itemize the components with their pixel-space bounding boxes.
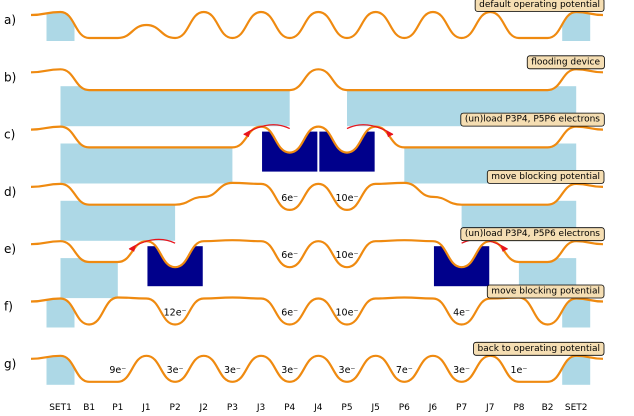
row-a: a) default operating potential <box>4 0 605 41</box>
row-label: b) <box>4 70 16 84</box>
row-title-box <box>460 227 605 242</box>
x-label-j5: J5 <box>370 403 379 413</box>
rows-layer: a) default operating potential b) flooding … <box>4 0 605 385</box>
row-title-box <box>486 284 605 299</box>
x-label-p5: P5 <box>341 403 352 413</box>
x-label-j6: J6 <box>428 403 438 413</box>
x-label-j4: J4 <box>313 403 323 413</box>
potential-curve <box>30 239 604 269</box>
water-region <box>46 12 75 41</box>
water-region <box>60 258 118 299</box>
row-title-tag: (un)load P3P4, P5P6 electrons <box>460 227 605 242</box>
arrow-head <box>500 245 508 252</box>
row-title-box <box>473 341 605 356</box>
row-g: 9e⁻ 3e⁻ 3e⁻ 3e⁻ 3e⁻ 7e⁻ 3e⁻ 1e⁻ g) back to operat… <box>4 341 605 385</box>
row-title-box <box>486 169 605 184</box>
x-label-p4: P4 <box>284 403 295 413</box>
electron-count: 9e⁻ <box>109 365 126 376</box>
x-label-p6: P6 <box>399 403 410 413</box>
x-label-set1: SET1 <box>49 403 72 413</box>
electron-count: 10e⁻ <box>336 193 359 204</box>
potential-curve <box>30 296 604 326</box>
packet-count: 4e⁻ <box>453 251 470 262</box>
x-label-b1: B1 <box>83 403 95 413</box>
x-label-p3: P3 <box>227 403 238 413</box>
x-label-j2: J2 <box>199 403 208 413</box>
electron-count: 10e⁻ <box>336 250 359 261</box>
electron-count: 3e⁻ <box>224 365 241 376</box>
potential-curve <box>30 10 604 40</box>
x-label-p7: P7 <box>456 403 467 413</box>
row-title: move blocking potential <box>491 172 600 182</box>
row-title: back to operating potential <box>478 344 600 354</box>
x-axis-labels: SET1 B1 P1 J1 P2 J2 P3 J3 P4 J4 P5 J5 P6 J6 P7 J7 P8 B2 SE… <box>49 403 587 413</box>
row-label: d) <box>4 185 16 199</box>
row-f: 12e⁻ 6e⁻ 10e⁻ 4e⁻ f) move blocking potential <box>4 284 605 328</box>
x-label-p2: P2 <box>170 403 181 413</box>
row-title-box <box>526 55 605 70</box>
electron-count: 3e⁻ <box>453 365 470 376</box>
x-label-p8: P8 <box>513 403 524 413</box>
electron-count: 3e⁻ <box>167 365 184 376</box>
row-title: default operating potential <box>479 0 600 10</box>
row-label: c) <box>4 128 15 142</box>
water-region <box>60 143 233 184</box>
x-label-p1: P1 <box>112 403 123 413</box>
x-label-j3: J3 <box>256 403 265 413</box>
row-title-tag: flooding device <box>526 55 605 70</box>
row-title: flooding device <box>531 57 600 67</box>
x-label-set2: SET2 <box>565 403 588 413</box>
row-label: f) <box>4 300 13 314</box>
row-title-tag: (un)load P3P4, P5P6 electrons <box>460 112 605 127</box>
row-label: a) <box>4 13 16 27</box>
arrow-head <box>243 130 251 138</box>
potential-curve <box>30 125 604 154</box>
row-title-tag: move blocking potential <box>486 284 605 299</box>
x-label-j1: J1 <box>141 403 150 413</box>
potential-curve <box>30 68 604 92</box>
row-title-box <box>474 0 605 12</box>
electron-count: 3e⁻ <box>281 365 298 376</box>
row-title: move blocking potential <box>491 287 600 297</box>
electron-count: 4e⁻ <box>453 308 470 319</box>
row-title: (un)load P3P4, P5P6 electrons <box>465 229 600 239</box>
row-title: (un)load P3P4, P5P6 electrons <box>465 115 600 125</box>
electron-count: 12e⁻ <box>164 308 187 319</box>
x-label-j7: J7 <box>485 403 494 413</box>
electron-count: 7e⁻ <box>396 365 413 376</box>
packet-count: 6e⁻ <box>281 137 298 148</box>
row-label: g) <box>4 357 16 371</box>
row-title-tag: move blocking potential <box>486 169 605 184</box>
row-title-tag: back to operating potential <box>473 341 605 356</box>
row-c: 6e⁻ 10e⁻ c) (un)load P3P4, P5P6 electrons <box>4 112 605 184</box>
electron-count: 6e⁻ <box>281 308 298 319</box>
water-region <box>60 200 176 241</box>
x-label-b2: B2 <box>542 403 554 413</box>
arrow-head <box>129 245 137 252</box>
row-label: e) <box>4 242 16 256</box>
row-title-box <box>460 112 605 127</box>
row-b: b) flooding device <box>4 55 605 127</box>
packet-count: 12e⁻ <box>164 251 187 262</box>
water-region <box>60 86 290 127</box>
electron-count: 6e⁻ <box>281 193 298 204</box>
potential-curve <box>30 354 604 383</box>
electron-count: 3e⁻ <box>339 365 356 376</box>
row-d: 6e⁻ 10e⁻ d) move blocking potential <box>4 169 605 241</box>
water-region <box>46 355 75 385</box>
arrow-head <box>386 130 393 138</box>
packet-count: 10e⁻ <box>336 137 359 148</box>
row-title-tag: default operating potential <box>474 0 605 12</box>
electron-count: 1e⁻ <box>510 365 527 376</box>
electron-count: 6e⁻ <box>281 250 298 261</box>
electron-count: 10e⁻ <box>336 308 359 319</box>
potential-curve <box>30 181 604 212</box>
